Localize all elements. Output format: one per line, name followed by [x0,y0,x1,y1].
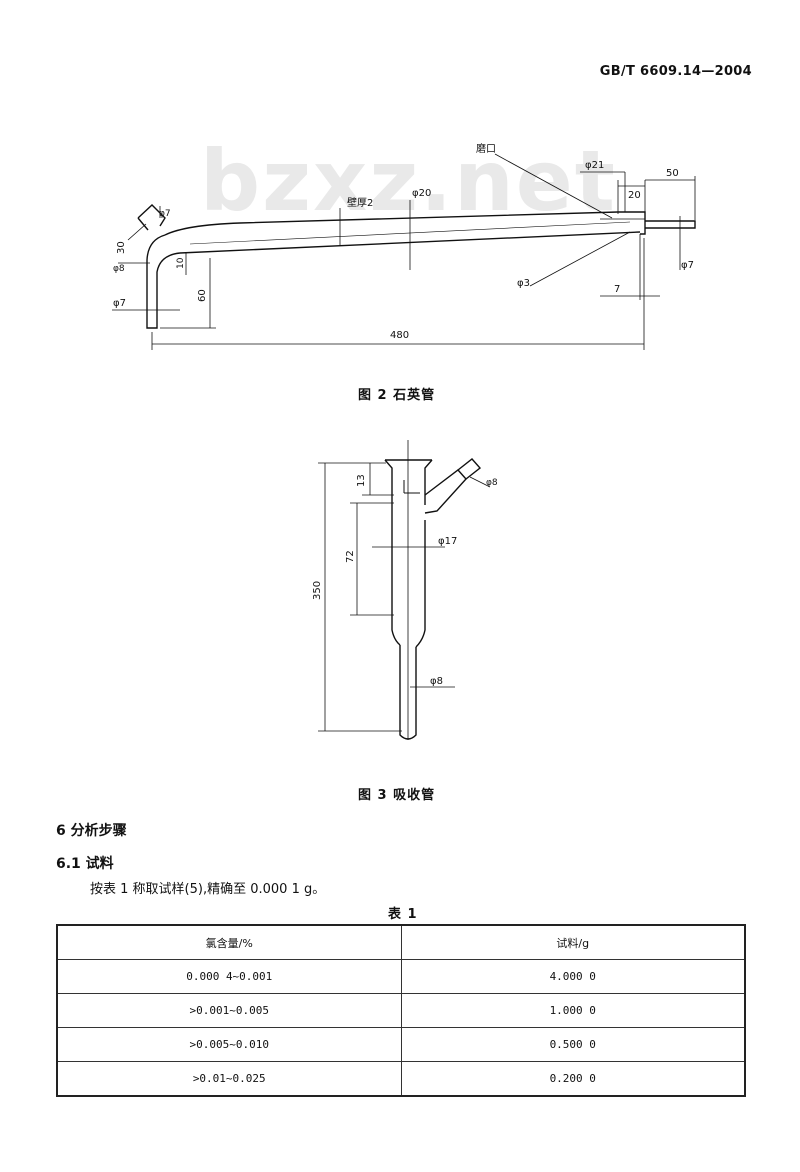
section-6-1-text: 按表 1 称取试样(5),精确至 0.000 1 g。 [90,882,326,897]
standard-number: GB/T 6609.14—2004 [599,64,752,79]
cell-sample-mass: 4.000 0 [400,959,746,994]
label-dim7: 7 [614,284,620,295]
figure-3-absorption-tube-drawing: 13 72 350 φ8 φ17 φ8 [312,440,498,740]
table-header-row: 氯含量/% 试料/g [56,924,746,960]
cell-sample-mass: 1.000 0 [400,993,746,1028]
figure-2-quartz-tube-drawing: 磨口 φ21 20 50 壁厚2 φ20 φ7 30 φ8 10 60 φ7 4… [112,143,696,350]
table-row: >0.001~0.005 1.000 0 [56,993,746,1028]
table-1: 氯含量/% 试料/g 0.000 4~0.001 4.000 0 >0.001~… [56,924,746,1097]
section-6-title: 6 分析步骤 [56,823,127,839]
tube-upper-wall [164,211,619,236]
label-d8-bottom: φ8 [430,676,443,687]
label-d7-left: φ7 [113,298,126,309]
label-wall-thickness: 壁厚2 [347,196,373,209]
label-dim30: 30 [116,241,127,254]
label-d3: φ3 [517,278,530,289]
table-1-title: 表 1 [388,907,418,922]
label-d8: φ8 [113,264,125,274]
section-6-1-title: 6.1 试料 [56,856,114,872]
cell-sample-mass: 0.200 0 [400,1061,746,1097]
cell-sample-mass: 0.500 0 [400,1027,746,1062]
label-d17: φ17 [438,536,457,547]
cell-chlorine-range: 0.000 4~0.001 [56,959,402,994]
table-row: >0.005~0.010 0.500 0 [56,1027,746,1062]
figure-3-caption: 图 3 吸收管 [358,788,436,803]
side-arm [137,204,166,227]
label-dim50: 50 [666,168,679,179]
label-dim13: 13 [356,474,367,487]
cell-chlorine-range: >0.005~0.010 [56,1027,402,1062]
header-chlorine-content: 氯含量/% [56,924,402,960]
tube-left-wall [384,459,401,646]
header-sample-mass: 试料/g [400,924,746,960]
label-d7-top: φ7 [159,209,171,219]
label-d21: φ21 [585,160,604,171]
label-grind-mouth: 磨口 [476,143,496,155]
side-arm [424,469,467,514]
elbow-leg [146,234,181,329]
label-d8-side: φ8 [486,478,498,488]
tube-right-wall [415,520,426,648]
figure-2-caption: 图 2 石英管 [358,388,436,403]
table-row: 0.000 4~0.001 4.000 0 [56,959,746,994]
label-dim350: 350 [312,581,323,600]
label-dim72: 72 [345,550,356,563]
cell-chlorine-range: >0.001~0.005 [56,993,402,1028]
table-row: >0.01~0.025 0.200 0 [56,1061,746,1097]
label-d20: φ20 [412,188,431,199]
label-dim60: 60 [197,289,208,302]
label-dim20: 20 [628,190,641,201]
label-dim10: 10 [176,257,186,269]
label-d7-right: φ7 [681,260,694,271]
label-dim480: 480 [390,330,409,341]
cell-chlorine-range: >0.01~0.025 [56,1061,402,1097]
